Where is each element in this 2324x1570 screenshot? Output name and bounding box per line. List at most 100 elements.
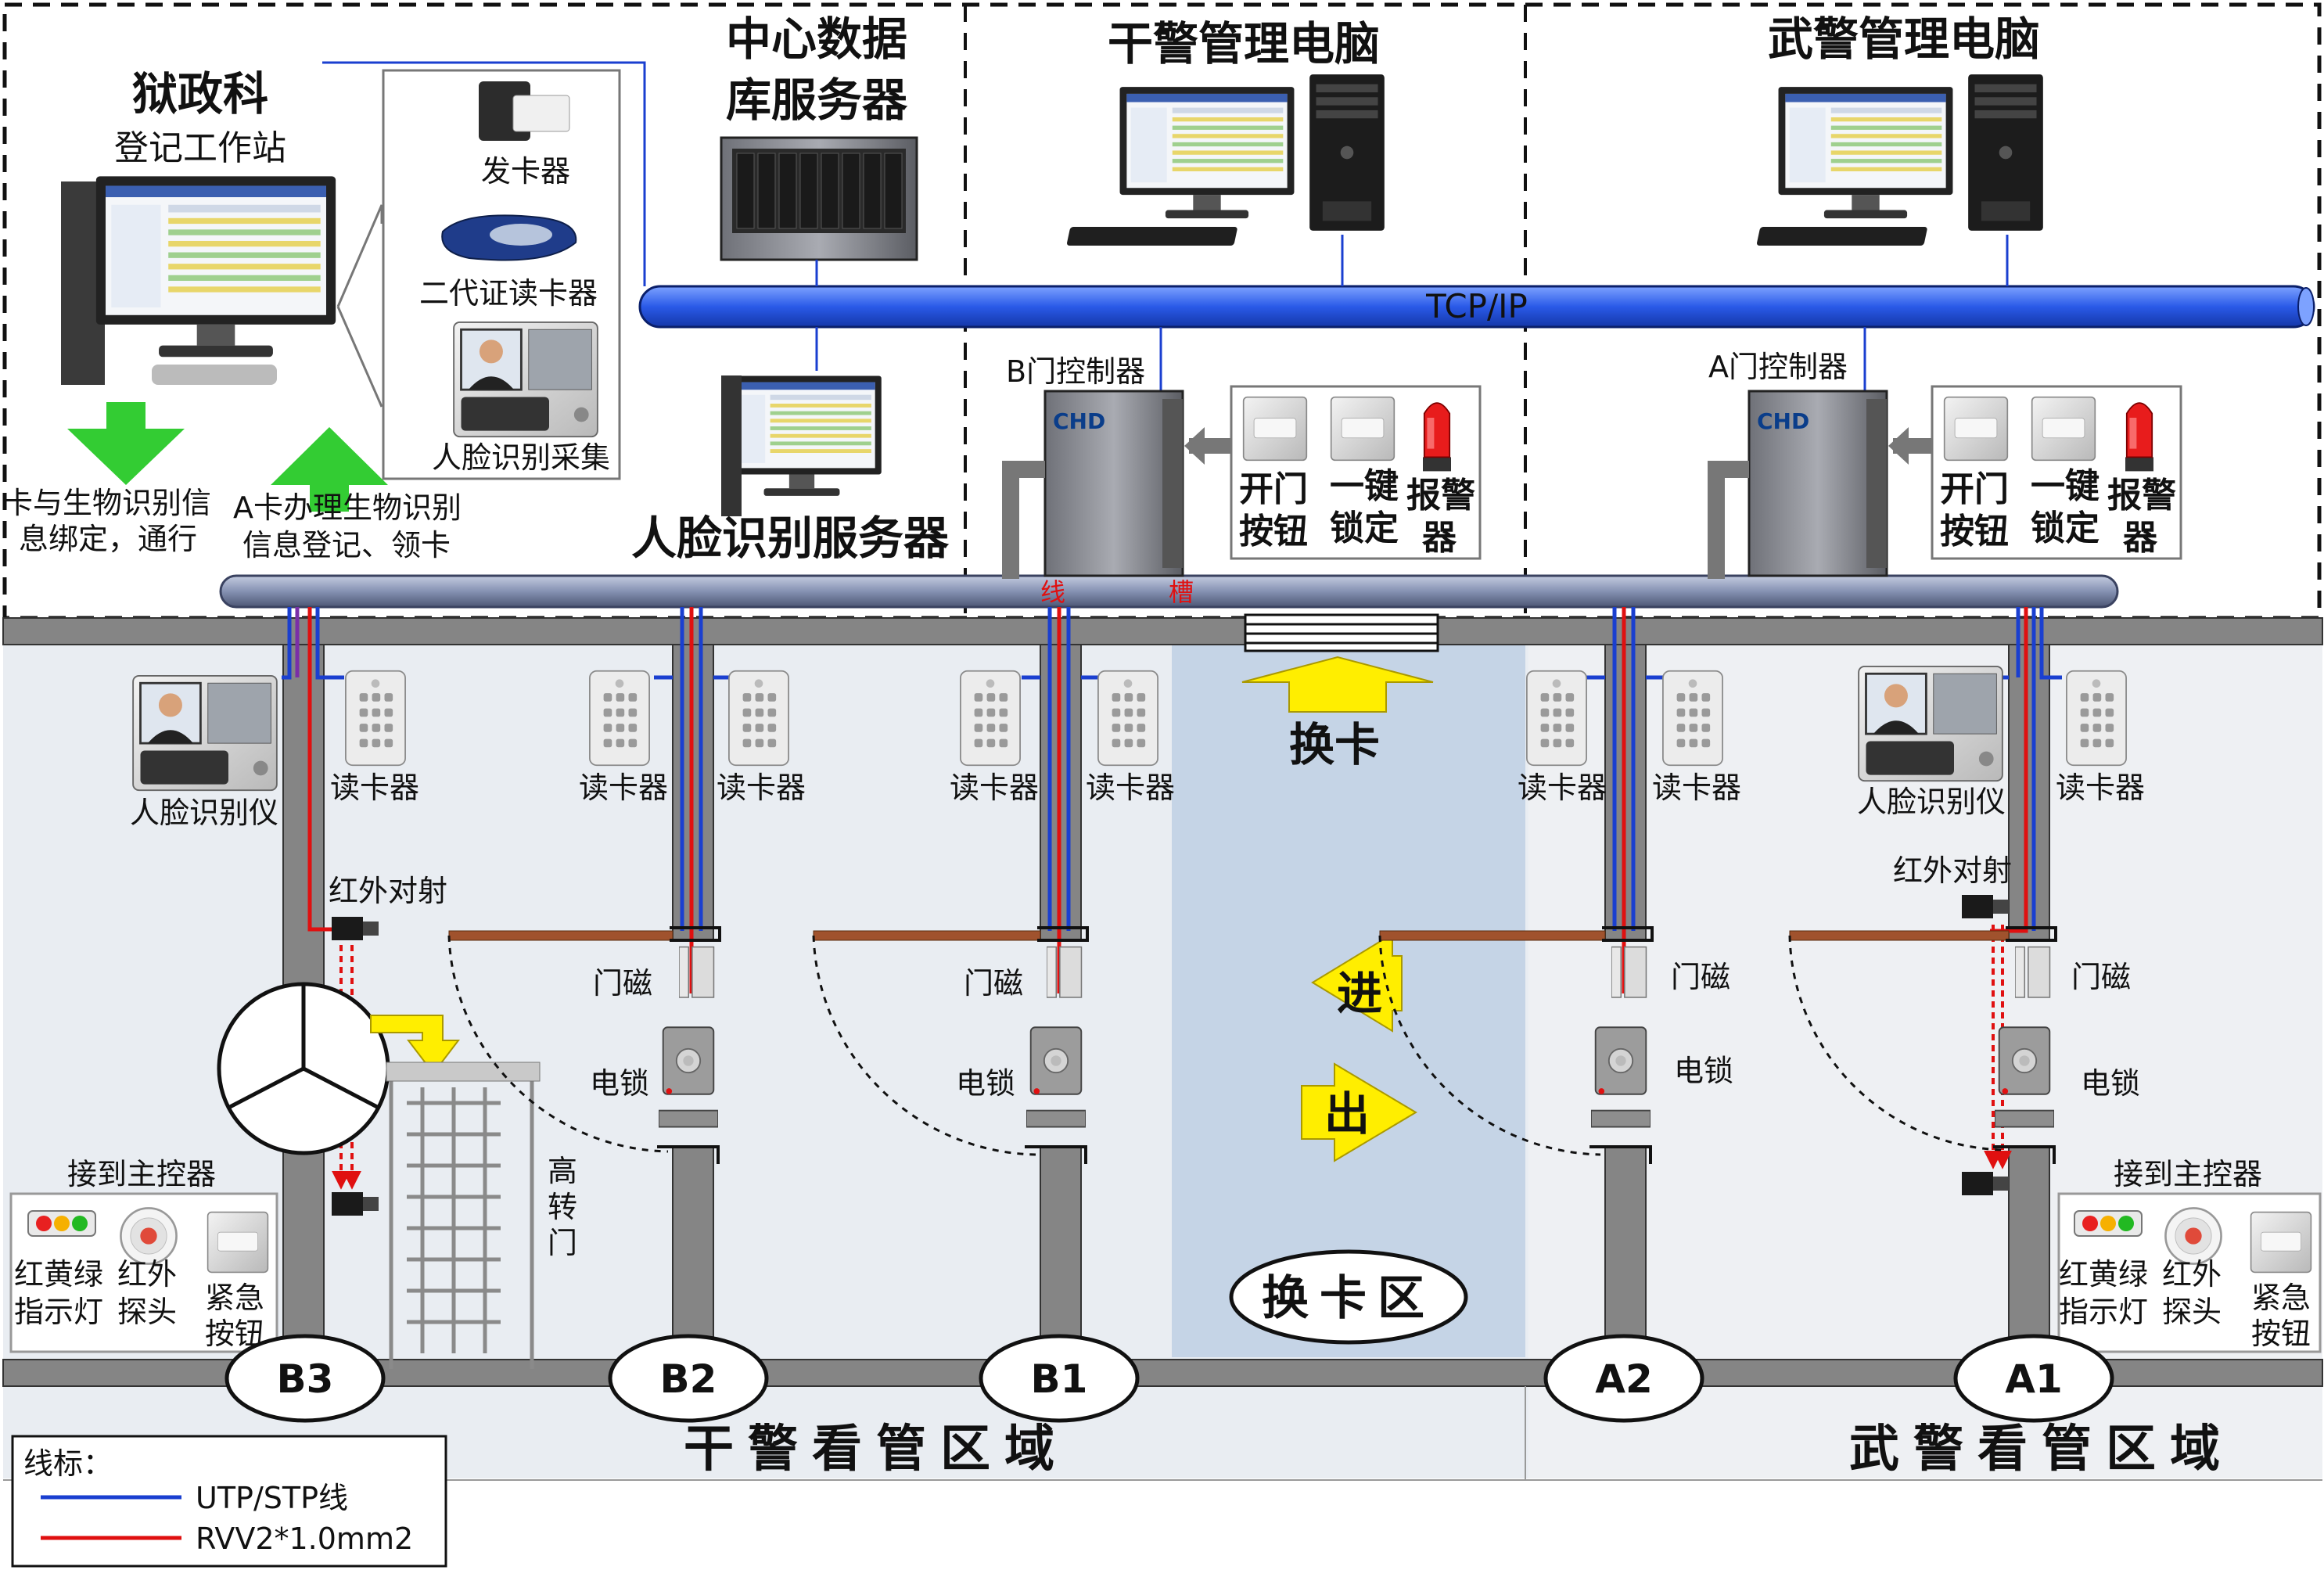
a-open-label-2: 按钮 [1940, 512, 2009, 551]
b2-card-reader-right-label: 读卡器 [717, 771, 806, 805]
b-open-label-2: 按钮 [1239, 512, 1308, 551]
b-lock-label-2: 锁定 [1330, 508, 1399, 548]
b3-face-device-label: 人脸识别仪 [130, 796, 278, 830]
turnstile-arrow [370, 1015, 461, 1075]
a2-card-reader-left-label: 读卡器 [1518, 771, 1607, 805]
card-issuer-icon [479, 81, 570, 141]
a-lock-label-2: 锁定 [2031, 508, 2100, 548]
a1-emergency-icon [2250, 1211, 2312, 1274]
a1-electric-lock-label: 电锁 [2081, 1066, 2140, 1101]
armed-keyboard [1757, 227, 1927, 246]
b3-indicator-label-1: 红黄绿 [14, 1257, 103, 1292]
a-lock-button-icon [2031, 396, 2096, 462]
b2-electric-lock-icon [659, 1026, 718, 1128]
a-controller-cable [1708, 461, 1749, 579]
register-text-line1: A卡办理生物识别 [233, 490, 462, 525]
a1-face-device-label: 人脸识别仪 [1857, 785, 2006, 819]
b3-card-reader-label: 读卡器 [330, 771, 419, 805]
register-text-line2: 信息登记、领卡 [242, 528, 451, 562]
b2-door-magnet-icon [679, 946, 715, 998]
door-label-a2: A2 [1595, 1356, 1653, 1402]
b3-ir-probe-icon [120, 1207, 178, 1265]
registration-workstation [61, 176, 336, 385]
armed-tower-icon [1968, 74, 2043, 231]
b2-card-reader-left-icon [589, 670, 650, 767]
legend-title: 线标： [23, 1446, 113, 1481]
a1-card-reader-label: 读卡器 [2056, 771, 2145, 805]
door-label-a1: A1 [2005, 1356, 2063, 1402]
b3-emergency-icon [207, 1211, 269, 1274]
exit-label: 出 [1324, 1087, 1370, 1141]
green-arrow-down [67, 402, 185, 485]
turnstile-rotor [217, 982, 390, 1155]
face-capture-label: 人脸识别采集 [432, 440, 610, 475]
turnstile-label-3: 门 [548, 1226, 577, 1260]
a-lock-label-1: 一键 [2031, 466, 2100, 506]
b-controller-icon: CHD [1043, 390, 1184, 577]
a1-ir-probe-label-1: 红外 [2162, 1257, 2222, 1292]
a1-door-magnet-label: 门磁 [2071, 960, 2131, 994]
turnstile-label-2: 转 [548, 1190, 577, 1224]
a1-infrared-label: 红外对射 [1893, 853, 2012, 888]
armed-zone-label: 武警看管区域 [1849, 1421, 2234, 1478]
svg-text:CHD: CHD [1757, 408, 1809, 434]
b3-indicator-icon [27, 1210, 96, 1237]
legend-rvv-label: RVV2*1.0mm2 [196, 1521, 413, 1556]
b1-card-reader-right-icon [1097, 670, 1158, 767]
face-server-title: 人脸识别服务器 [631, 512, 950, 565]
a1-emergency-label-2: 按钮 [2251, 1317, 2311, 1351]
guard-zone-label: 干警看管区域 [684, 1421, 1069, 1478]
guard-monitor-icon [1119, 87, 1295, 219]
b1-card-reader-right-label: 读卡器 [1086, 771, 1175, 805]
a2-card-reader-left-icon [1526, 670, 1587, 767]
b2-electric-lock-label: 电锁 [590, 1066, 649, 1101]
a1-indicator-label-2: 指示灯 [2059, 1295, 2148, 1329]
b2-door-magnet-label: 门磁 [593, 966, 652, 1001]
registration-title-1: 狱政科 [132, 67, 268, 120]
a2-door-swing [1378, 935, 1601, 1156]
a-alarm-label-2: 器 [2123, 518, 2158, 558]
b-controller-label: B门控制器 [1006, 354, 1145, 389]
a-open-button-icon [1943, 396, 2009, 462]
db-server-title-1: 中心数据 [726, 13, 907, 66]
b-controller-cable [1002, 461, 1045, 579]
exit-arrow [1301, 1062, 1417, 1162]
svg-text:CHD: CHD [1053, 408, 1105, 434]
a1-door-swing [1788, 935, 2005, 1151]
bind-text-line1: 卡与生物识别信 [3, 486, 211, 520]
swap-card-arrow [1241, 656, 1434, 713]
door-label-b3: B3 [277, 1356, 334, 1402]
b-alarm-label-2: 器 [1422, 518, 1457, 558]
a-controller-label: A门控制器 [1708, 350, 1848, 384]
a2-door-magnet-label: 门磁 [1671, 960, 1730, 994]
a1-card-reader-icon [2066, 670, 2127, 767]
b1-door-swing [812, 935, 1036, 1156]
b3-face-device-icon [131, 674, 278, 792]
top-wall [2, 617, 2323, 645]
legend-box [11, 1435, 447, 1568]
swap-zone-badge [1229, 1249, 1468, 1345]
top-dashed-boundary [2, 2, 2322, 620]
b3-ir-probe-label-1: 红外 [117, 1257, 177, 1292]
door-label-b1: B1 [1031, 1356, 1088, 1402]
swap-card-label: 换卡 [1289, 718, 1380, 771]
enter-arrow [1311, 932, 1403, 1033]
a1-face-device-icon [1857, 665, 2004, 782]
a2-card-reader-right-label: 读卡器 [1652, 771, 1741, 805]
b-alarm-label-1: 报警 [1406, 476, 1475, 516]
b-open-button-icon [1242, 396, 1308, 462]
a1-door-leaf [1789, 930, 2010, 941]
b3-to-controller-label: 接到主控器 [67, 1157, 216, 1191]
legend-utp-label: UTP/STP线 [196, 1481, 348, 1515]
b2-card-reader-left-label: 读卡器 [579, 771, 668, 805]
enter-label: 进 [1337, 967, 1382, 1020]
b-open-label-1: 开门 [1239, 469, 1308, 509]
a1-ir-probe-label-2: 探头 [2162, 1295, 2222, 1329]
guard-tower-icon [1309, 74, 1385, 231]
b3-ir-probe-label-2: 探头 [117, 1295, 177, 1329]
b1-electric-lock-icon [1026, 1026, 1086, 1128]
db-server-icon [720, 136, 918, 261]
a2-electric-lock-icon [1591, 1026, 1651, 1128]
a2-card-reader-right-icon [1662, 670, 1723, 767]
